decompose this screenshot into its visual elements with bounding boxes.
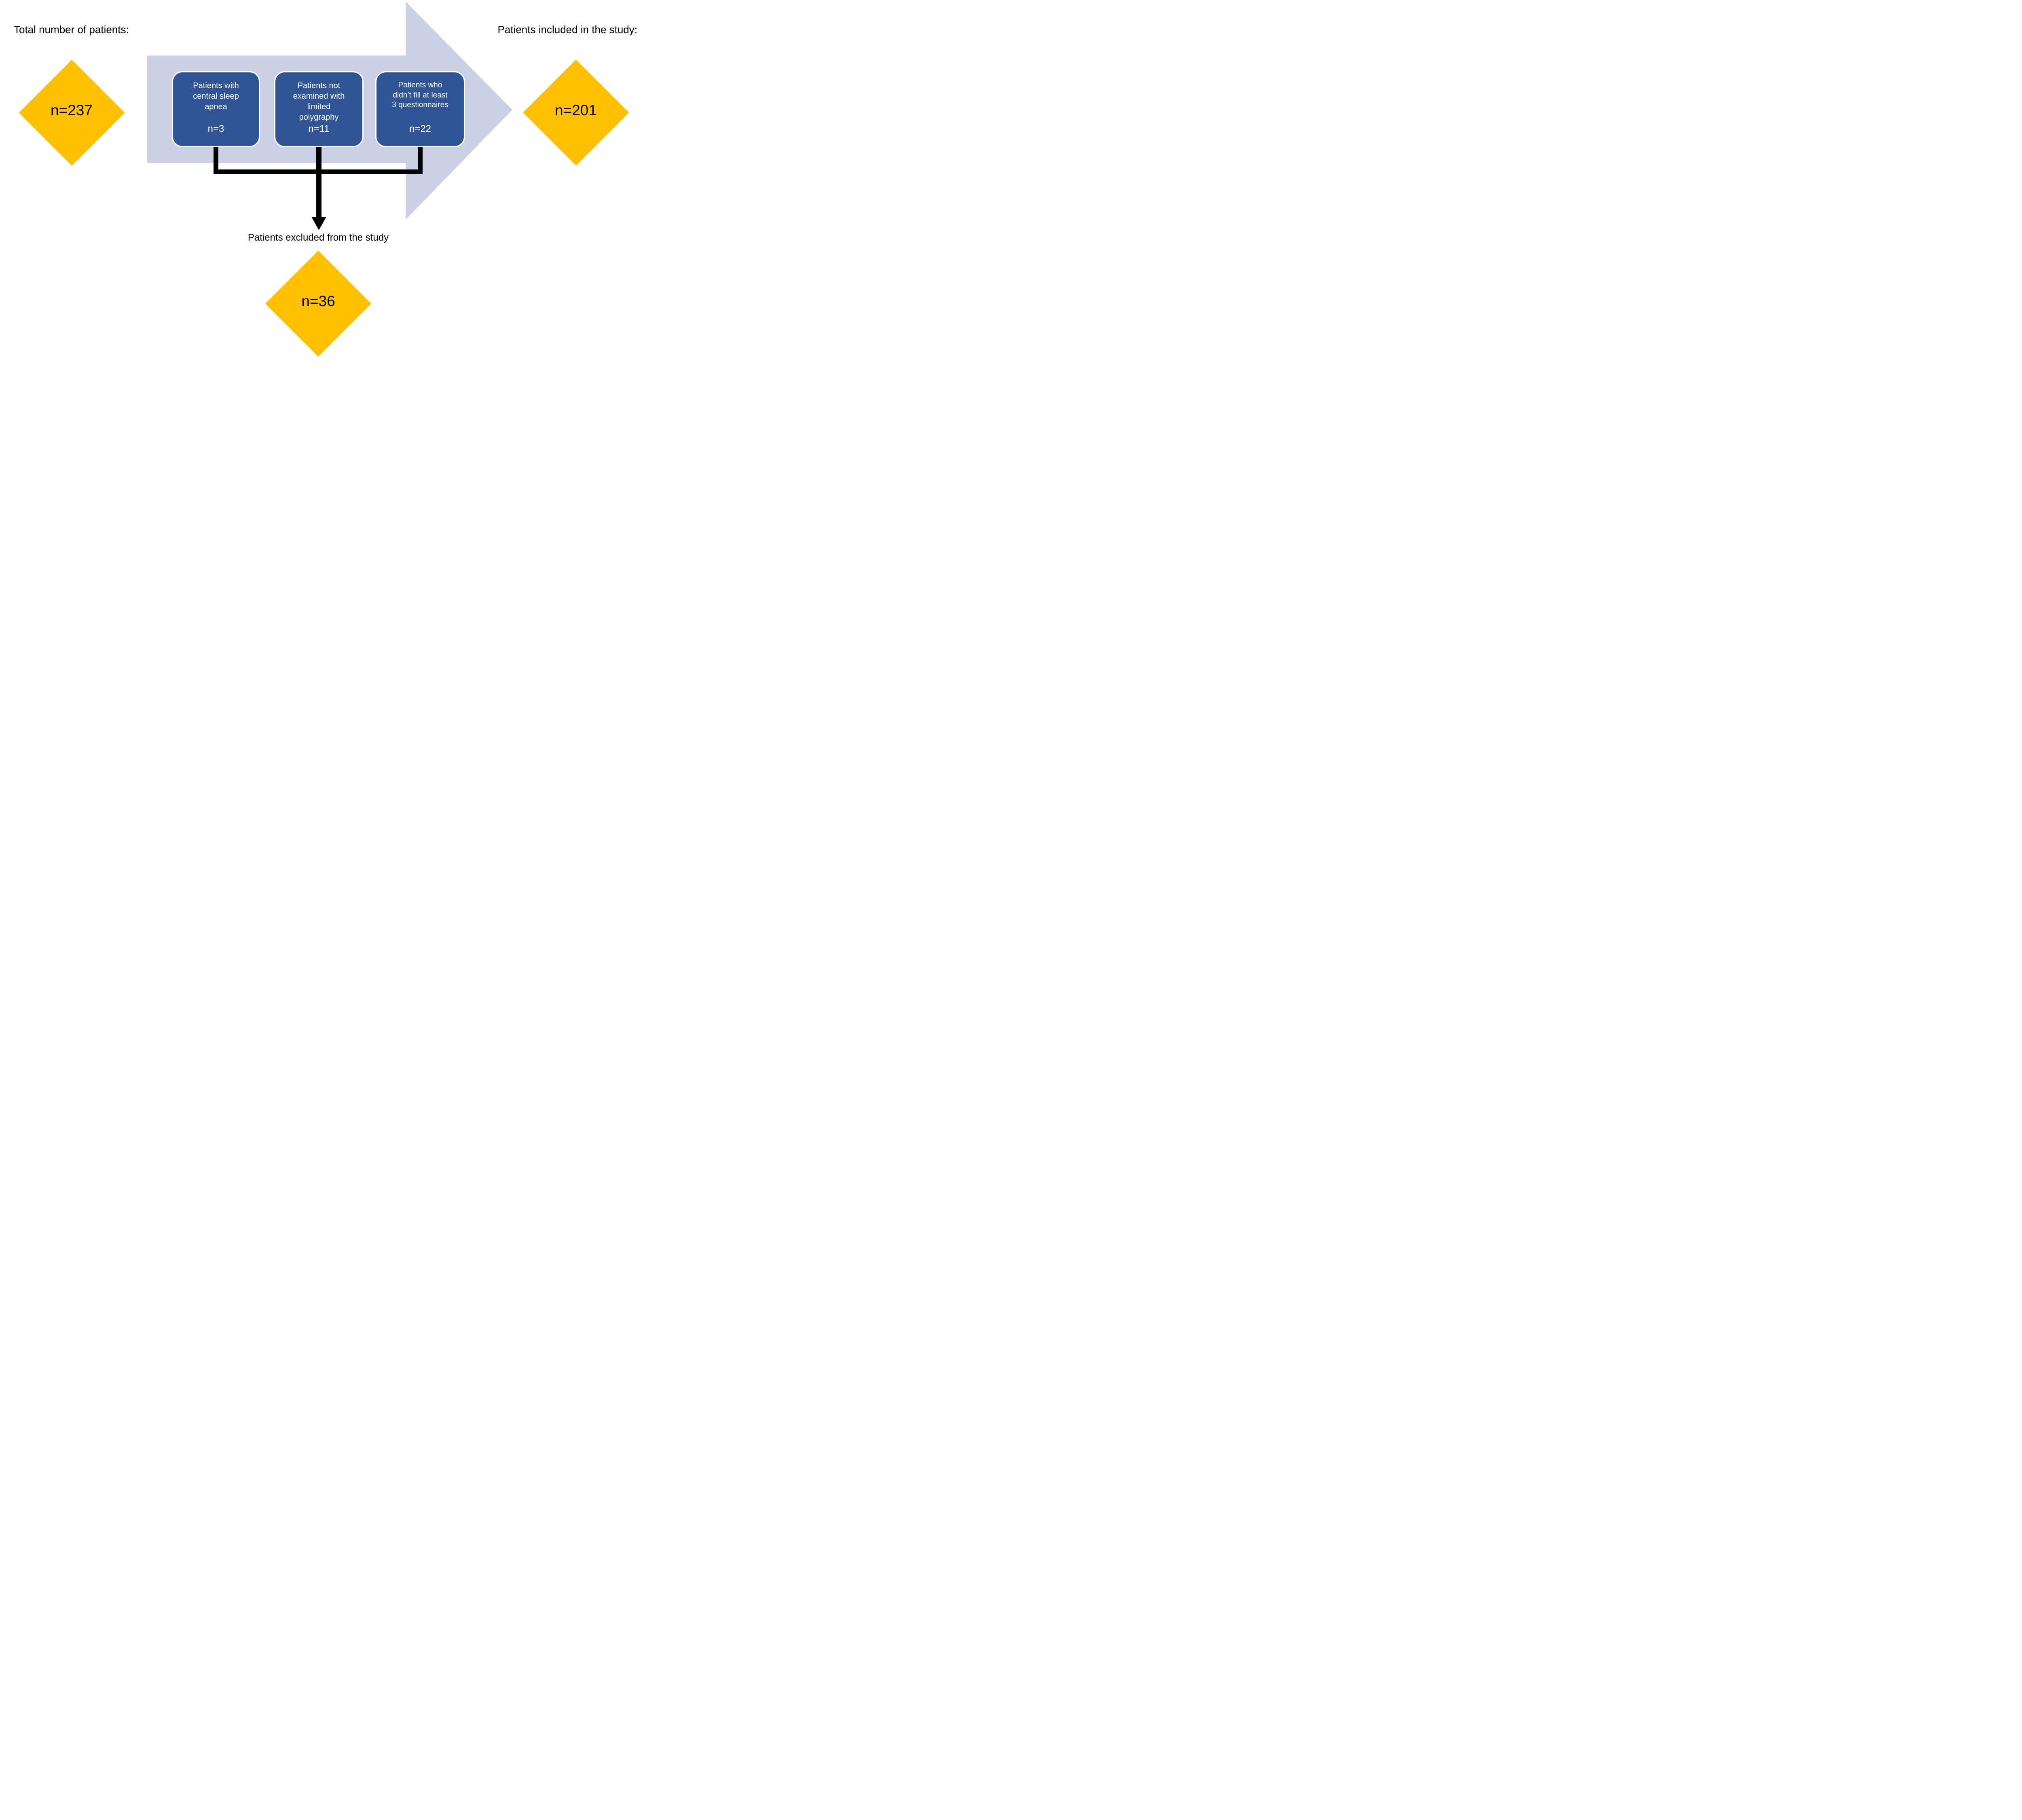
exclusion-box-label: Patients with central sleep apnea: [193, 81, 239, 111]
included-patients-title: Patients included in the study:: [497, 23, 637, 36]
exclusion-box-central-sleep-apnea: Patients with central sleep apnea n=3: [172, 71, 260, 147]
diagram-shapes-layer: [19, 2, 629, 357]
diamond-included-shape: [523, 59, 629, 166]
diamond-total-shape: [19, 59, 125, 166]
total-patients-title: Total number of patients:: [14, 23, 129, 36]
exclusion-box-label: Patients who didn’t fill at least 3 ques…: [392, 81, 448, 110]
excluded-patients-caption: Patients excluded from the study: [247, 232, 389, 243]
flow-diagram: Total number of patients: Patients inclu…: [0, 0, 647, 364]
included-count-value: n=201: [555, 102, 597, 119]
exclusion-box-count: n=22: [409, 123, 431, 134]
excluded-count-value: n=36: [301, 293, 335, 309]
diamond-excluded-shape: [265, 250, 371, 357]
connector-middle-shaft: [316, 146, 321, 218]
connector-left-stub: [214, 146, 218, 174]
exclusion-box-count: n=11: [308, 123, 330, 134]
exclusion-box-questionnaires: Patients who didn’t fill at least 3 ques…: [375, 71, 465, 147]
down-arrowhead-icon: [311, 217, 326, 230]
exclusion-box-label: Patients not examined with limited polyg…: [293, 81, 345, 122]
connector-right-stub: [418, 146, 423, 174]
exclusion-box-count: n=3: [207, 123, 224, 134]
total-count-value: n=237: [51, 102, 93, 119]
exclusion-box-limited-polygraphy: Patients not examined with limited polyg…: [274, 71, 364, 147]
